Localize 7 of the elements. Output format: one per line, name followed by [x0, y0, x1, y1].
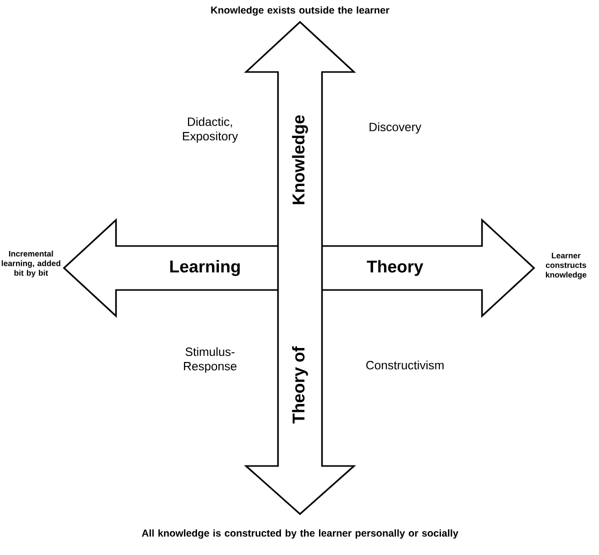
end-note: Incremental learning, added bit by bit [2, 250, 60, 278]
quadrant-label: Discovery [370, 122, 422, 134]
end-note: All knowledge is constructed by the learner personally or socially [142, 529, 458, 539]
quadrant-label: Stimulus-Response [184, 347, 236, 373]
end-note: Knowledge exists outside the learner [211, 6, 390, 16]
quadrant-label: Constructivism [366, 360, 444, 370]
end-note: Learner constructs knowledge [546, 252, 586, 280]
